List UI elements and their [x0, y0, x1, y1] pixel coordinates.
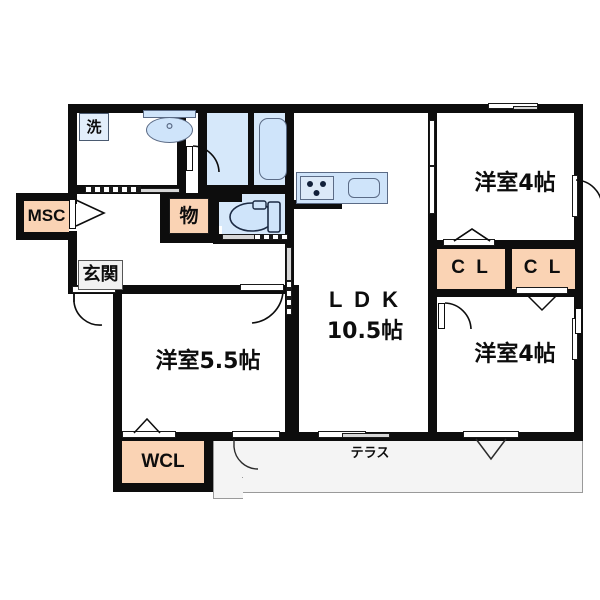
wall-bath-divider [248, 104, 254, 186]
wall-top [68, 104, 583, 113]
wall-msc-top [16, 193, 77, 202]
wall-ldk-right [428, 104, 437, 440]
room55-wcl-door [122, 431, 176, 438]
wall-kitchen-nub [294, 200, 342, 209]
wall-msc-left [16, 193, 25, 240]
hall-slider-panel [140, 188, 180, 193]
bedroom-top-right-door-swing-icon [575, 179, 600, 200]
terrace-outline [213, 437, 583, 493]
terrace-step-fill [214, 478, 243, 498]
wall-msc-bottom [16, 231, 77, 240]
wall-left-lower [113, 285, 122, 440]
room-4-top-label: 洋室4帖 [474, 171, 556, 196]
washbasin-drain-icon [166, 122, 173, 130]
closet-right-fold-icon [525, 293, 559, 312]
entrance-label: 玄関 [78, 260, 123, 290]
wall-wcl-left [113, 432, 122, 491]
msc-door-leaf [69, 199, 76, 229]
msc-door-swing-icon [75, 199, 106, 227]
window-top-bedroom-sash [513, 106, 538, 110]
bedroom-bottom-door-leaf [438, 303, 445, 329]
wcl-fold-icon [133, 417, 161, 434]
bathtub-icon [259, 118, 287, 180]
room55-entry-door-panel [240, 284, 284, 291]
toilet-door-panel [222, 234, 256, 240]
hall-terrace-door [232, 431, 280, 438]
room-55-label: 洋室5.5帖 [155, 349, 261, 374]
wall-closet-divider [504, 240, 513, 297]
msc-label: MSC [27, 206, 66, 225]
terrace-label: テラス [350, 446, 390, 461]
wall-room55-ldk [290, 285, 299, 441]
msc-fill [24, 201, 69, 232]
closet-right-door [516, 287, 568, 294]
entrance-door-swing-icon [73, 293, 103, 326]
wcl-label: WCL [141, 451, 185, 472]
room-4-bottom-label: 洋室4帖 [474, 342, 556, 367]
wall-wet-right [285, 104, 294, 244]
window-right-top-bedroom [572, 175, 578, 217]
toilet-icon [229, 200, 281, 233]
bathroom-door-leaf [186, 146, 193, 171]
storage-label: 物 [169, 198, 209, 234]
wall-bath-left [198, 104, 207, 194]
closet-left-door [443, 239, 495, 246]
bedroom-top-slider-b [429, 166, 435, 214]
bedroom-top-slider-a [429, 120, 435, 166]
ldk-left-slider [286, 281, 292, 315]
stove-burners-icon [307, 181, 326, 196]
bedroom-right-door-leaf [575, 308, 582, 334]
ldk-left-window [286, 247, 292, 281]
bedroom-terrace-door [463, 431, 519, 438]
bathroom-door-swing-icon [192, 145, 220, 173]
terrace-door-swing-icon [233, 439, 259, 470]
laundry-label: 洗 [79, 113, 109, 141]
wall-laundry-right [177, 104, 186, 194]
wall-wcl-right [204, 432, 213, 492]
closet-right-label: C L [523, 257, 564, 278]
washbasin-counter-icon [143, 110, 196, 118]
wall-room55-top [113, 285, 298, 294]
closet-right-fill [512, 249, 575, 289]
toilet-slider-door [254, 234, 288, 240]
room55-door-swing-icon [251, 291, 284, 324]
kitchen-sink-icon [348, 178, 380, 198]
bedroom-bottom-door-swing-icon [444, 302, 472, 330]
wall-left-upper [68, 104, 77, 204]
wall-ldk-left [285, 244, 294, 441]
gas-stove-icon [300, 176, 334, 200]
hall-slider-door [85, 186, 141, 193]
bedroom-terrace-fold-icon [475, 438, 507, 461]
wall-wcl-bottom [113, 483, 213, 492]
closet-left-label: C L [451, 257, 491, 278]
ldk-terrace-door-right [342, 433, 390, 438]
ldk-size-label: 10.5帖 [326, 319, 404, 344]
wall-left-mid [68, 232, 77, 292]
wall-right-outer [574, 104, 583, 440]
closet-left-fill [437, 249, 505, 289]
ldk-label: L D K [328, 287, 402, 312]
wcl-fill [122, 441, 204, 483]
bedroom-top-closet-fold-icon [453, 228, 491, 242]
terrace-fill [213, 437, 583, 493]
wall-bath-bottom [198, 185, 294, 194]
